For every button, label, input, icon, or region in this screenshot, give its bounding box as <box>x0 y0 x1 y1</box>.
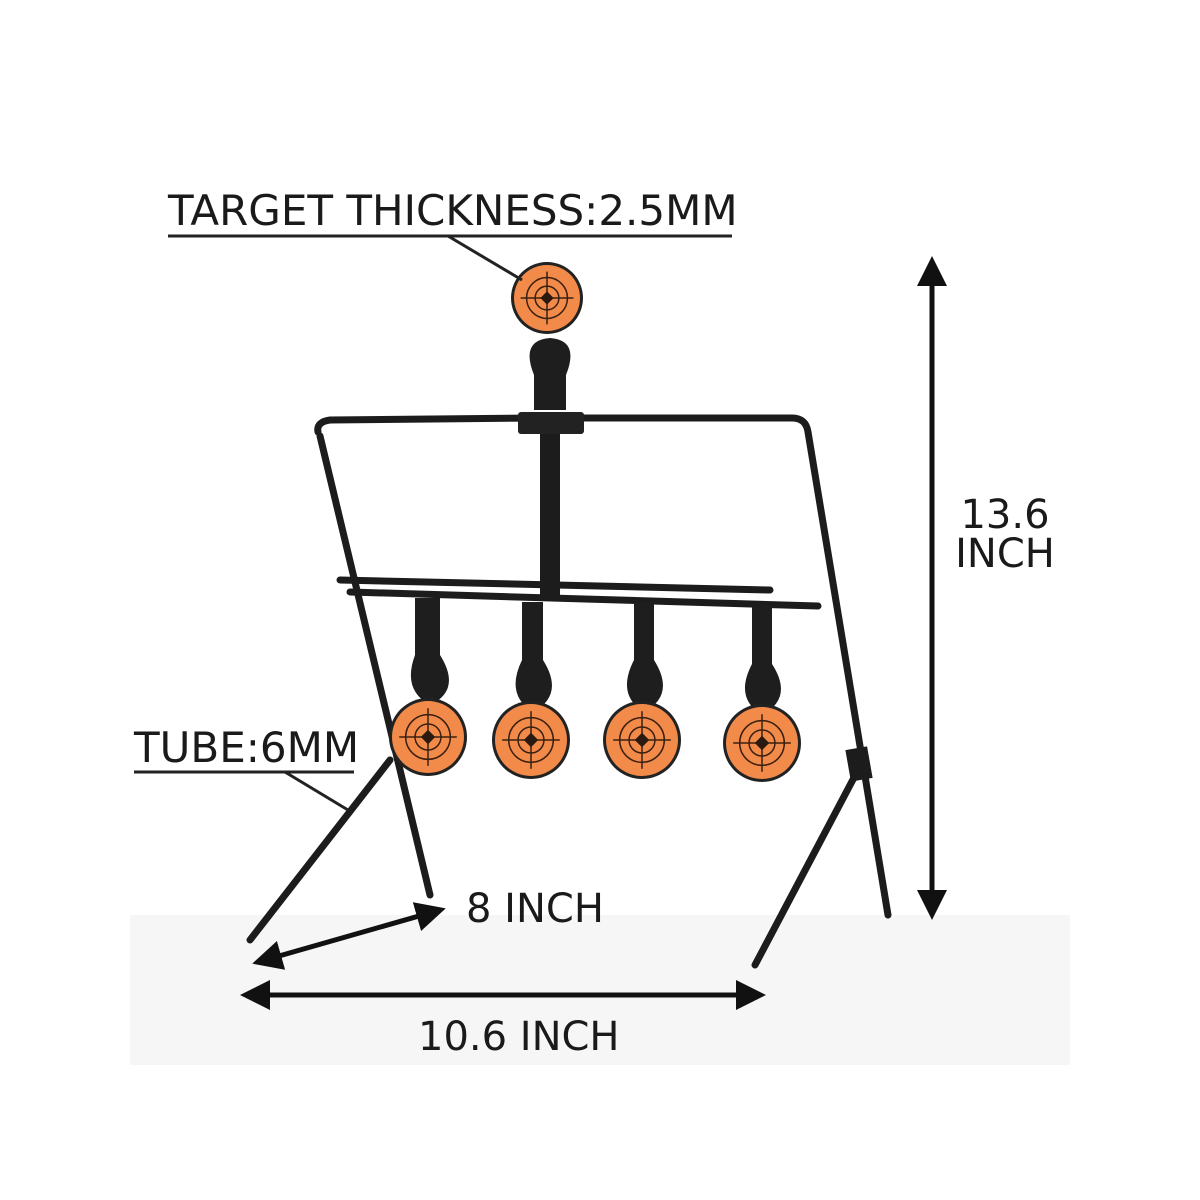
left-leg <box>246 756 394 944</box>
depth-label: 8 INCH <box>466 886 604 932</box>
center-post <box>540 432 560 597</box>
target-1 <box>389 698 467 776</box>
top-bar-left <box>314 414 544 436</box>
target-thickness-leader <box>447 234 523 282</box>
right-upright <box>566 414 892 919</box>
right-sleeve <box>845 746 873 782</box>
target-2 <box>492 701 570 779</box>
top-target <box>511 262 583 334</box>
height-unit-label: INCH <box>955 531 1055 577</box>
lower-paddle-arms <box>410 598 781 715</box>
depth-arrow <box>252 902 446 970</box>
top-paddle-arm <box>529 338 571 410</box>
right-leg <box>751 766 862 969</box>
top-hinge <box>518 412 584 434</box>
left-upright <box>316 432 434 899</box>
height-value-label: 13.6 <box>960 492 1049 538</box>
target-4 <box>723 704 801 782</box>
target-3 <box>603 701 681 779</box>
target-thickness-label: TARGET THICKNESS:2.5MM <box>167 186 738 235</box>
paddle-arm-4 <box>744 606 781 715</box>
width-label: 10.6 INCH <box>418 1014 620 1060</box>
tube-label: TUBE:6MM <box>133 723 359 772</box>
paddle-arm-1 <box>410 598 449 705</box>
tube-leader <box>284 770 349 812</box>
paddle-arm-2 <box>515 602 552 712</box>
targets <box>389 262 801 782</box>
paddle-arm-3 <box>626 602 663 712</box>
stand-frame <box>246 414 892 969</box>
lower-cross-bar <box>346 588 822 610</box>
